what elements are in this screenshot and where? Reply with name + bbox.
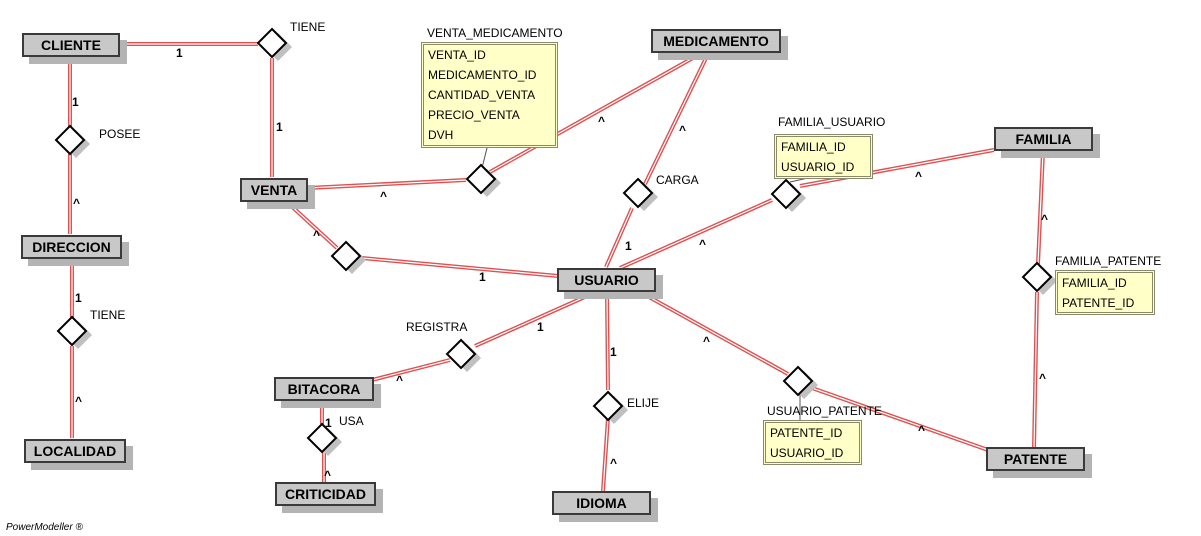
cardinality-many: ^ xyxy=(610,456,618,470)
cardinality-many: ^ xyxy=(75,394,83,408)
attribute-patente-id: PATENTE_ID xyxy=(770,426,843,440)
attribute-venta-id: VENTA_ID xyxy=(428,48,486,62)
relationship-diamond-tiene-direccion xyxy=(56,315,88,347)
entity-familia[interactable]: FAMILIA xyxy=(994,127,1093,151)
attribute-patente-id: PATENTE_ID xyxy=(1062,296,1135,310)
relationship-diamond-venta-usuario xyxy=(330,240,362,272)
attributes-usuario-patente[interactable]: PATENTE_ID USUARIO_ID xyxy=(763,420,862,465)
relationship-diamond-usuario-patente xyxy=(782,365,814,397)
label-tiene-cliente-venta: TIENE xyxy=(290,20,326,34)
attribute-familia-id: FAMILIA_ID xyxy=(781,140,846,154)
label-usa: USA xyxy=(339,414,364,428)
relationship-diamond-familia-patente xyxy=(1021,261,1053,293)
label-carga: CARGA xyxy=(656,173,699,187)
cardinality-many: ^ xyxy=(396,373,404,387)
cardinality-one: 1 xyxy=(176,46,183,60)
cardinality-one: 1 xyxy=(75,291,82,305)
relationship-diamond-usa xyxy=(306,422,338,454)
relationship-diamond-elije xyxy=(592,390,624,422)
entity-medicamento[interactable]: MEDICAMENTO xyxy=(651,29,781,53)
cardinality-many: ^ xyxy=(324,468,332,482)
cardinality-one: 1 xyxy=(625,239,632,253)
relationship-diamond-posee xyxy=(54,124,86,156)
relationship-diamond-carga xyxy=(622,177,654,209)
cardinality-many: ^ xyxy=(918,423,926,437)
cardinality-one: 1 xyxy=(610,345,617,359)
entity-bitacora[interactable]: BITACORA xyxy=(274,377,374,401)
label-venta-medicamento: VENTA_MEDICAMENTO xyxy=(427,26,563,40)
entity-localidad[interactable]: LOCALIDAD xyxy=(24,439,126,463)
label-familia-patente: FAMILIA_PATENTE xyxy=(1055,254,1162,268)
entity-usuario[interactable]: USUARIO xyxy=(557,268,656,292)
attribute-cantidad-venta: CANTIDAD_VENTA xyxy=(428,88,536,102)
cardinality-one: 1 xyxy=(325,416,332,430)
label-registra: REGISTRA xyxy=(406,320,468,334)
attribute-usuario-id: USUARIO_ID xyxy=(781,160,855,174)
label-tiene-direccion-localidad: TIENE xyxy=(90,308,126,322)
attribute-dvh: DVH xyxy=(428,128,454,142)
attribute-precio-venta: PRECIO_VENTA xyxy=(428,108,520,122)
entity-idioma[interactable]: IDIOMA xyxy=(552,491,651,515)
attribute-medicamento-id: MEDICAMENTO_ID xyxy=(428,68,537,82)
attributes-venta-medicamento[interactable]: VENTA_ID MEDICAMENTO_ID CANTIDAD_VENTA P… xyxy=(421,42,558,148)
footer-watermark: PowerModeller ® xyxy=(6,522,83,533)
cardinality-one: 1 xyxy=(72,95,79,109)
relationship-diamond-familia-usuario xyxy=(770,178,802,210)
attributes-familia-patente[interactable]: FAMILIA_ID PATENTE_ID xyxy=(1055,270,1155,315)
label-posee: POSEE xyxy=(99,127,141,141)
relationship-diamond-venta-medicamento xyxy=(465,163,497,195)
entity-direccion[interactable]: DIRECCION xyxy=(21,235,122,259)
entity-venta[interactable]: VENTA xyxy=(240,178,308,202)
entity-criticidad[interactable]: CRITICIDAD xyxy=(275,482,376,506)
cardinality-one: 1 xyxy=(276,120,283,134)
cardinality-many: ^ xyxy=(703,334,711,348)
relationship-diamond-tiene-cliente xyxy=(256,27,288,59)
label-usuario-patente: USUARIO_PATENTE xyxy=(767,404,882,418)
cardinality-many: ^ xyxy=(1039,371,1047,385)
cardinality-many: ^ xyxy=(598,114,606,128)
attr-connector-venta-medicamento xyxy=(481,147,488,169)
label-familia-usuario: FAMILIA_USUARIO xyxy=(778,115,886,129)
cardinality-many: ^ xyxy=(699,237,707,251)
cardinality-many: ^ xyxy=(679,123,687,137)
cardinality-many: ^ xyxy=(380,189,388,203)
entity-patente[interactable]: PATENTE xyxy=(986,447,1085,471)
entity-cliente[interactable]: CLIENTE xyxy=(22,33,120,57)
cardinality-many: ^ xyxy=(73,196,81,210)
attributes-familia-usuario[interactable]: FAMILIA_ID USUARIO_ID xyxy=(774,134,873,179)
attribute-usuario-id: USUARIO_ID xyxy=(770,446,844,460)
cardinality-many: ^ xyxy=(1041,212,1049,226)
cardinality-one: 1 xyxy=(537,320,544,334)
relationship-diamond-registra xyxy=(445,338,477,370)
cardinality-one: 1 xyxy=(479,270,486,284)
cardinality-many: ^ xyxy=(915,169,923,183)
attribute-familia-id: FAMILIA_ID xyxy=(1062,276,1127,290)
cardinality-many: ^ xyxy=(313,228,321,242)
label-elije: ELIJE xyxy=(627,396,660,410)
